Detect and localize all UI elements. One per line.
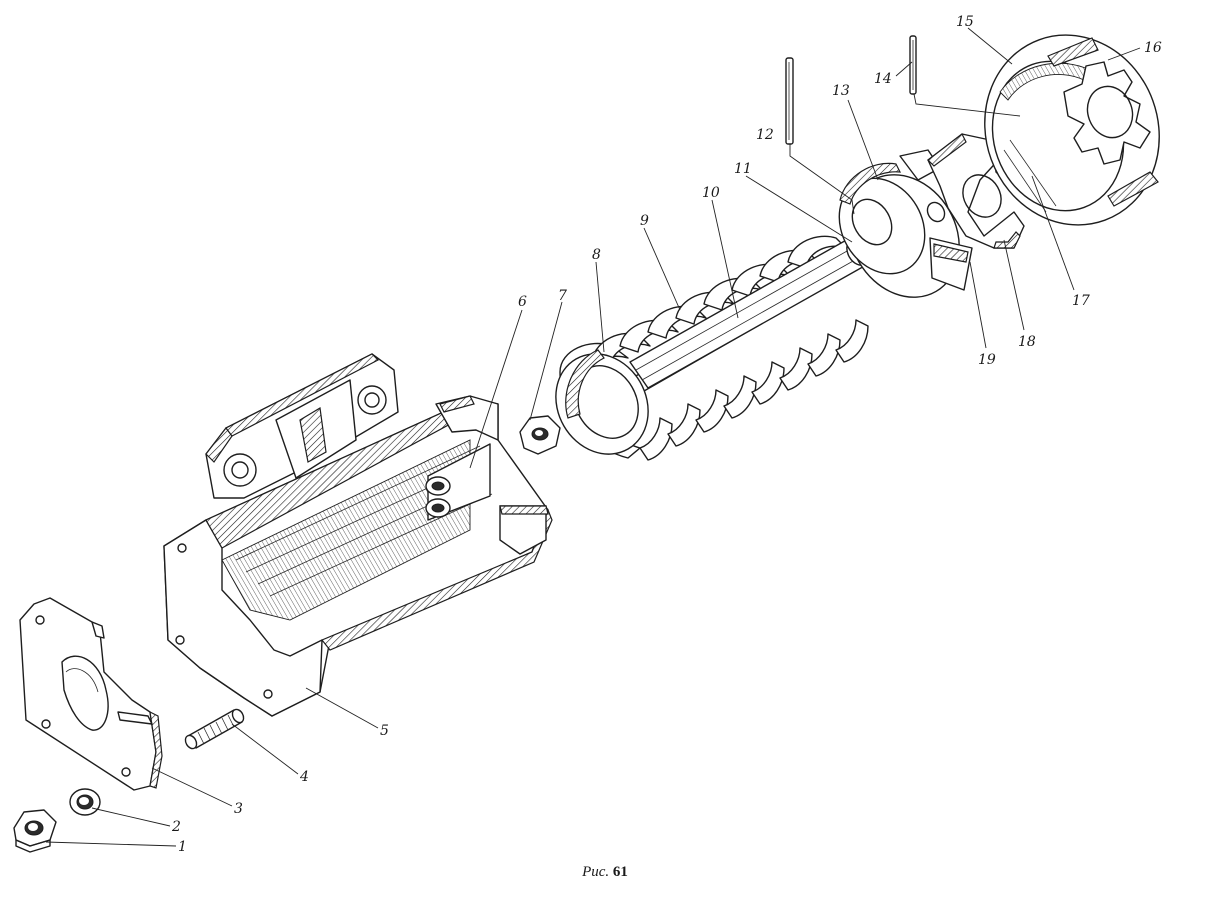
label-5: 5 <box>380 723 389 739</box>
caption-number: 61 <box>612 864 628 880</box>
label-8: 8 <box>592 247 601 263</box>
label-16: 16 <box>1144 40 1162 56</box>
part-12-13-19-flange-assembly <box>838 149 973 298</box>
part-12-pin <box>785 57 794 145</box>
label-4: 4 <box>299 769 309 785</box>
label-11: 11 <box>734 161 752 177</box>
label-18: 18 <box>1018 334 1036 350</box>
label-12: 12 <box>756 127 774 143</box>
part-1-hex-nut <box>13 809 57 853</box>
label-10: 10 <box>702 185 720 201</box>
part-4-threaded-stud <box>184 708 245 750</box>
label-17: 17 <box>1072 293 1090 309</box>
label-13: 13 <box>832 83 850 99</box>
part-14-pin <box>909 35 917 95</box>
part-7-nut <box>519 415 561 455</box>
figure-caption: Рис. 61 <box>540 864 670 881</box>
part-2-spring-washer <box>69 788 101 816</box>
label-6: 6 <box>518 294 527 310</box>
caption-prefix: Рис. <box>582 864 610 880</box>
leader-lines <box>45 27 1141 847</box>
label-19: 19 <box>978 352 996 368</box>
part-labels: 1 2 3 4 5 6 7 8 9 10 11 12 13 14 15 16 1… <box>171 14 1162 855</box>
part-5-housing <box>163 353 553 717</box>
label-2: 2 <box>171 819 181 835</box>
label-15: 15 <box>956 14 974 30</box>
label-7: 7 <box>558 288 567 304</box>
part-18-yoke <box>927 133 1025 249</box>
part-3-end-plate <box>19 597 163 791</box>
part-8-9-10-spring-pack <box>555 235 870 461</box>
label-3: 3 <box>234 801 243 817</box>
label-9: 9 <box>640 213 649 229</box>
label-14: 14 <box>874 71 892 87</box>
label-1: 1 <box>178 839 187 855</box>
part-15-16-cup-housing <box>984 34 1160 226</box>
